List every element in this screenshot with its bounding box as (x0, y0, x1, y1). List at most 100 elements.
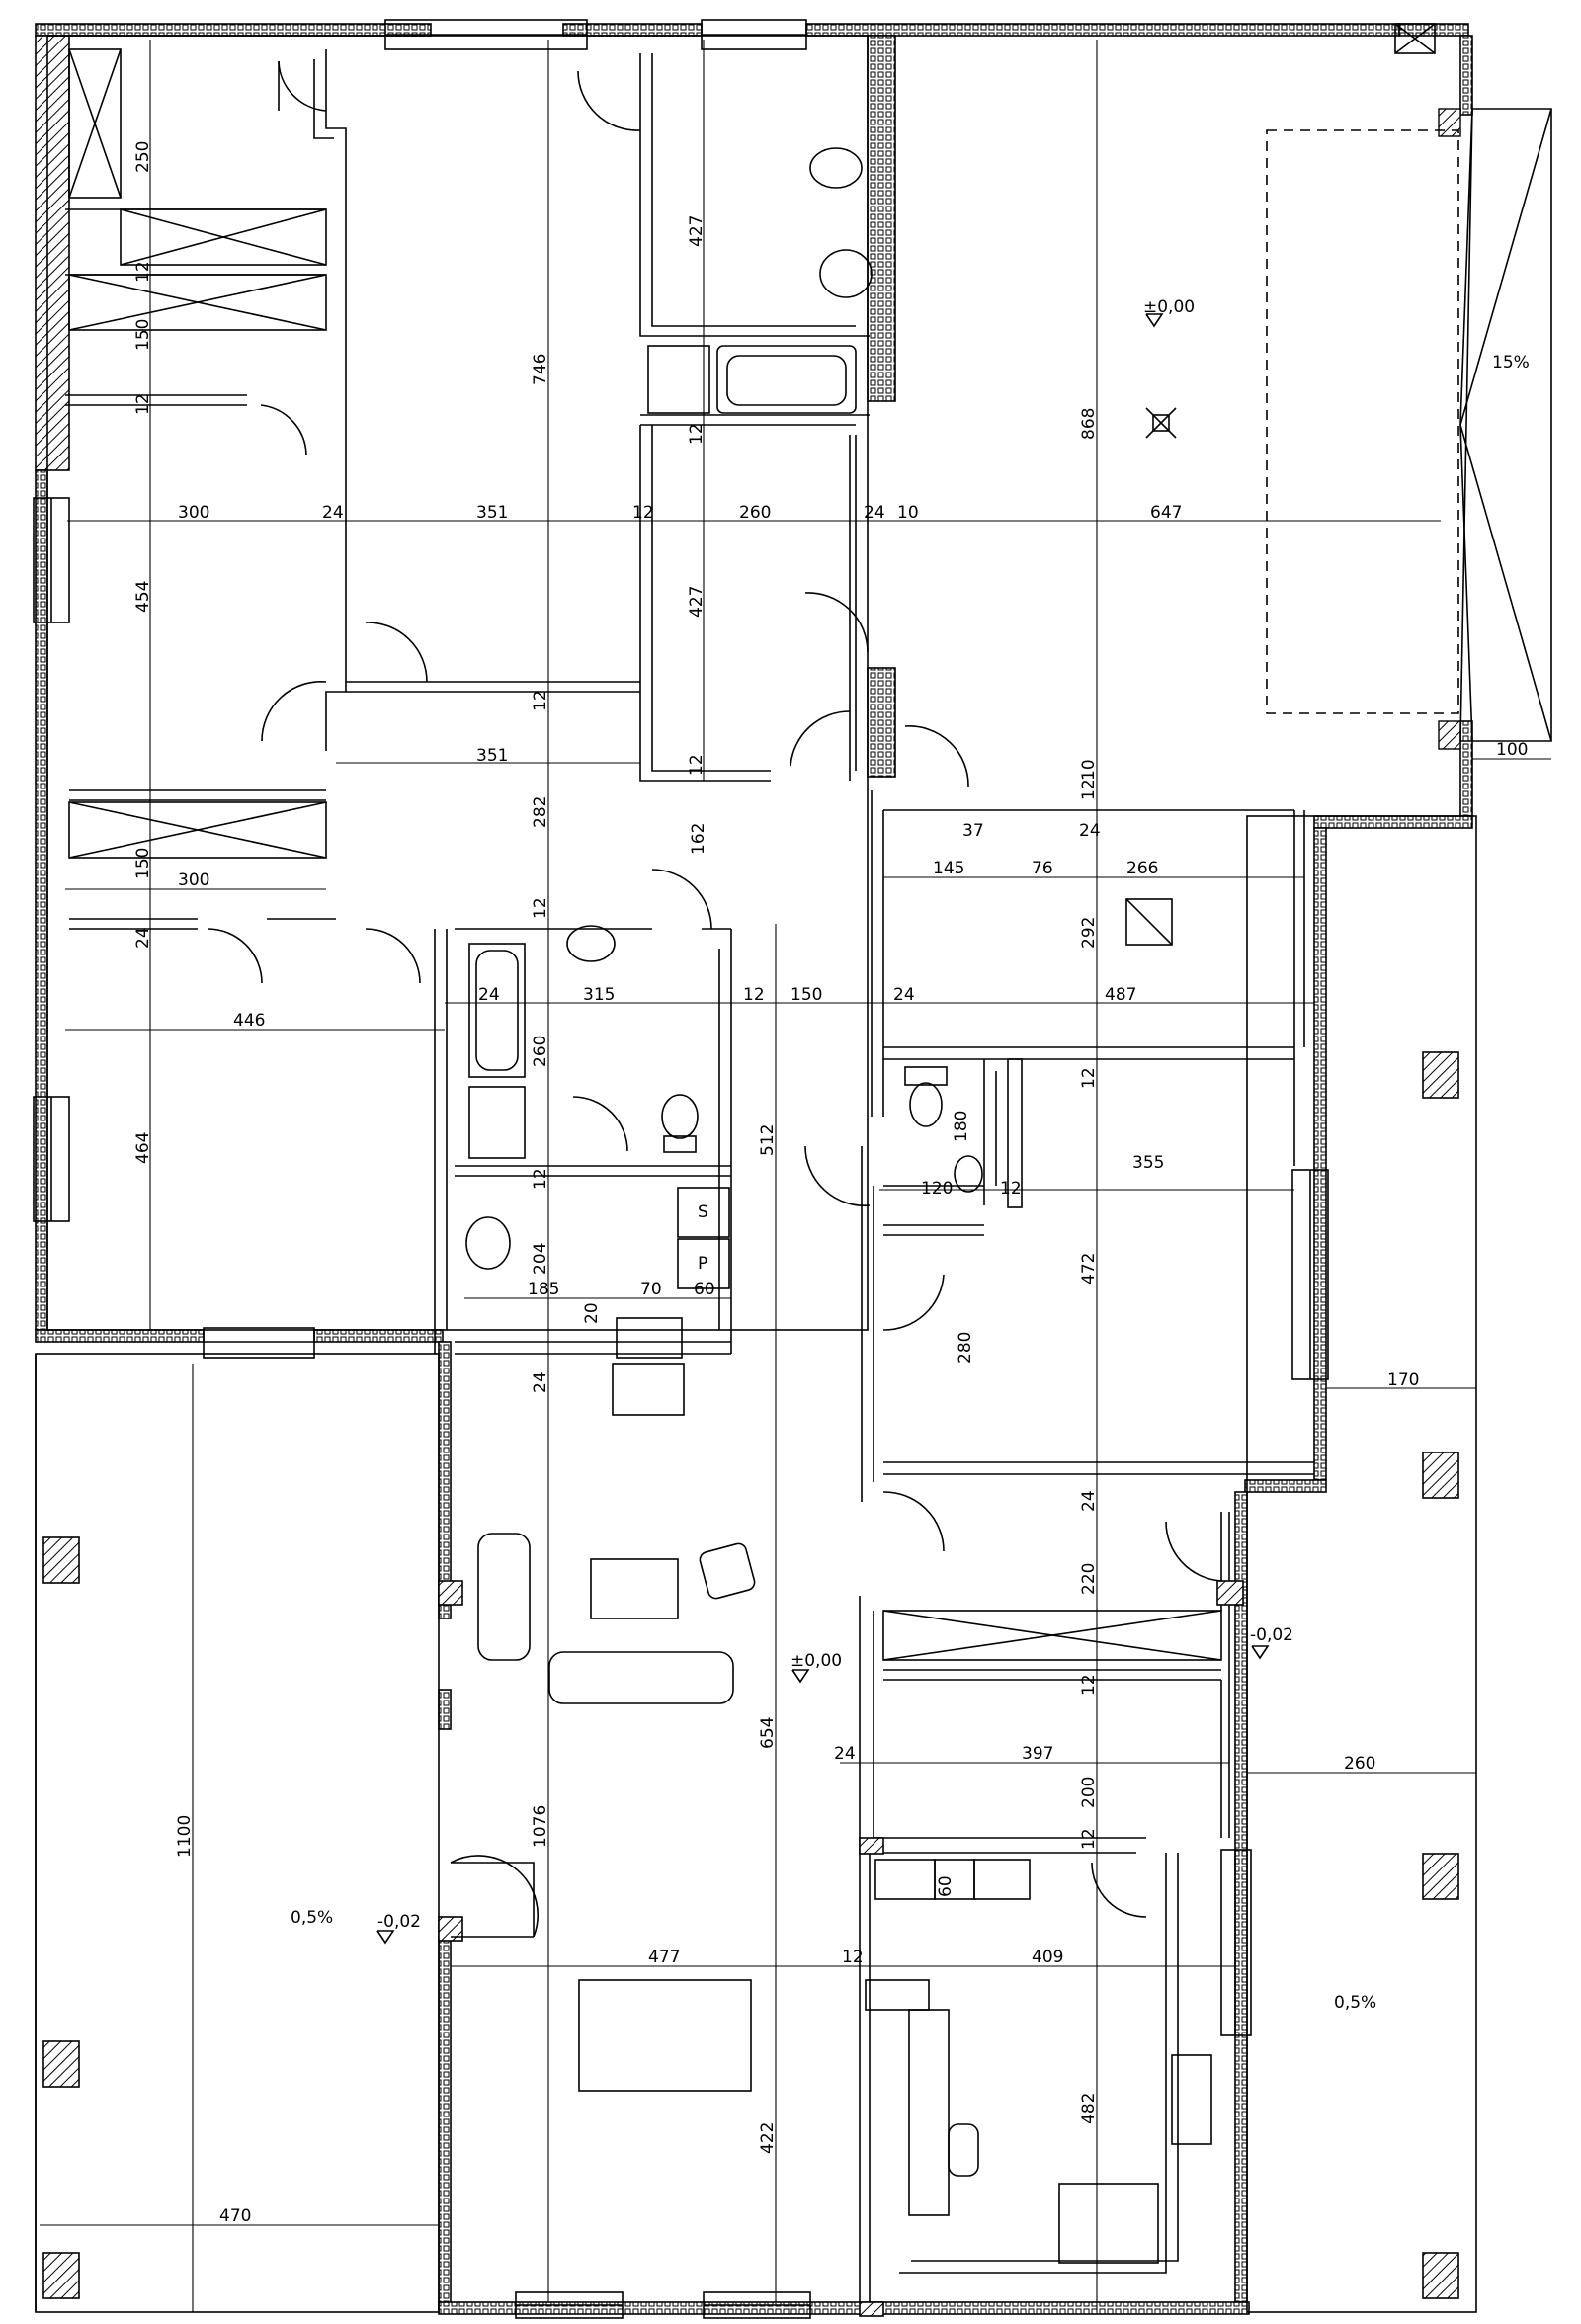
dimension-lines (40, 40, 1551, 2312)
dim-label: 100 (1496, 740, 1528, 760)
dim-label: 868 (1079, 408, 1099, 440)
dim-label: 300 (178, 503, 209, 523)
outer-walls (35, 23, 1473, 2315)
terrace-right (1246, 815, 1477, 2313)
dim-label: 12 (1079, 1067, 1099, 1089)
dim-label: 427 (687, 586, 707, 618)
dim-label: 24 (531, 1371, 550, 1393)
dim-label: 37 (962, 821, 984, 841)
dim-label: 315 (583, 985, 615, 1005)
floor-drain-icon (1145, 407, 1177, 439)
dim-label: 145 (933, 859, 964, 878)
dim-label: 282 (531, 796, 550, 828)
dim-label: 300 (178, 871, 209, 890)
terrace-left-level: -0,02 (377, 1912, 421, 1932)
dim-label: 427 (687, 215, 707, 247)
garage (1145, 108, 1552, 742)
dim-label: 12 (531, 690, 550, 711)
furniture (477, 1533, 1212, 2264)
doors (207, 60, 1222, 1938)
dim-label: 280 (956, 1332, 975, 1364)
dim-label: 10 (1079, 759, 1099, 781)
dim-label: 60 (694, 1280, 715, 1299)
dim-label: 12 (531, 1168, 550, 1190)
dim-label: 454 (133, 581, 153, 613)
dim-label: 185 (528, 1280, 559, 1299)
terrace-right-slope: 0,5% (1334, 1993, 1376, 2013)
dim-label: 10 (897, 503, 919, 523)
dim-label: 24 (864, 503, 885, 523)
dim-label: 409 (1032, 1948, 1063, 1967)
dim-label: 162 (689, 823, 708, 855)
level-labels: ±0,00 ±0,00 -0,02 -0,02 0,5% 0,5% 15% S … (291, 297, 1530, 2013)
dim-label: 351 (476, 503, 508, 523)
dim-label: 150 (133, 848, 153, 879)
room-label-p: P (698, 1254, 707, 1274)
dim-label: 746 (531, 354, 550, 385)
dim-label: 477 (648, 1948, 680, 1967)
dim-label: 422 (758, 2122, 778, 2154)
dim-label: 12 (133, 393, 153, 415)
dim-label: 487 (1105, 985, 1136, 1005)
garage-level: ±0,00 (1143, 297, 1195, 317)
dim-label: 12 (1079, 1674, 1099, 1696)
dim-label: 654 (758, 1717, 778, 1749)
dim-label: 12 (1000, 1179, 1022, 1199)
room-label-s: S (698, 1203, 708, 1222)
dim-label: 12 (632, 503, 654, 523)
dim-label: 12 (1079, 1828, 1099, 1850)
dim-label: 150 (133, 319, 153, 351)
dim-label: 20 (582, 1302, 602, 1324)
dim-label: 470 (219, 2206, 251, 2226)
dimension-labels: 250 12 150 12 454 746 300 24 351 12 260 … (133, 141, 1528, 2226)
dim-label: 76 (1032, 859, 1053, 878)
dim-label: 204 (531, 1243, 550, 1275)
dim-label: 1076 (531, 1805, 550, 1848)
dim-label: 120 (921, 1179, 953, 1199)
dim-label: 260 (1344, 1754, 1375, 1774)
closets (68, 23, 1436, 946)
level-markers (376, 313, 1270, 1945)
bath-fixtures (465, 147, 1023, 1289)
dim-label: 60 (936, 1875, 956, 1897)
dim-label: 397 (1022, 1744, 1053, 1764)
dim-label: 292 (1079, 917, 1099, 949)
dim-label: 351 (476, 746, 508, 766)
dim-label: 24 (478, 985, 500, 1005)
dim-label: 464 (133, 1132, 153, 1164)
dim-label: 266 (1126, 859, 1158, 878)
dim-label: 220 (1079, 1563, 1099, 1595)
dim-label: 24 (1079, 1490, 1099, 1512)
terrace-left-slope: 0,5% (291, 1908, 333, 1928)
dim-label: 647 (1150, 503, 1182, 523)
dim-label: 12 (842, 1948, 864, 1967)
ramp-slope: 15% (1492, 353, 1530, 373)
dim-label: 1100 (175, 1815, 195, 1858)
dim-label: 24 (322, 503, 344, 523)
dim-label: 482 (1079, 2093, 1099, 2124)
dim-label: 472 (1079, 1253, 1099, 1285)
dim-label: 446 (233, 1011, 265, 1031)
dim-label: 24 (1079, 821, 1101, 841)
dim-label: 512 (758, 1124, 778, 1156)
dim-label: 260 (531, 1036, 550, 1067)
dim-label: 12 (133, 261, 153, 283)
dim-label: 70 (640, 1280, 662, 1299)
dim-label: 12 (743, 985, 765, 1005)
dim-label: 260 (739, 503, 771, 523)
dim-label: 250 (133, 141, 153, 173)
dim-label: 355 (1132, 1153, 1164, 1173)
dim-label: 200 (1079, 1777, 1099, 1808)
dim-label: 170 (1387, 1370, 1419, 1390)
interior-walls (46, 35, 1314, 2302)
dim-label: 12 (1079, 779, 1099, 800)
windows (33, 19, 1329, 2319)
dim-label: 12 (687, 423, 707, 445)
dim-label: 150 (790, 985, 822, 1005)
dim-label: 12 (531, 897, 550, 919)
living-level: ±0,00 (790, 1651, 842, 1671)
terrace-left (35, 1353, 440, 2313)
dim-label: 12 (687, 754, 707, 776)
dim-label: 180 (952, 1111, 971, 1142)
